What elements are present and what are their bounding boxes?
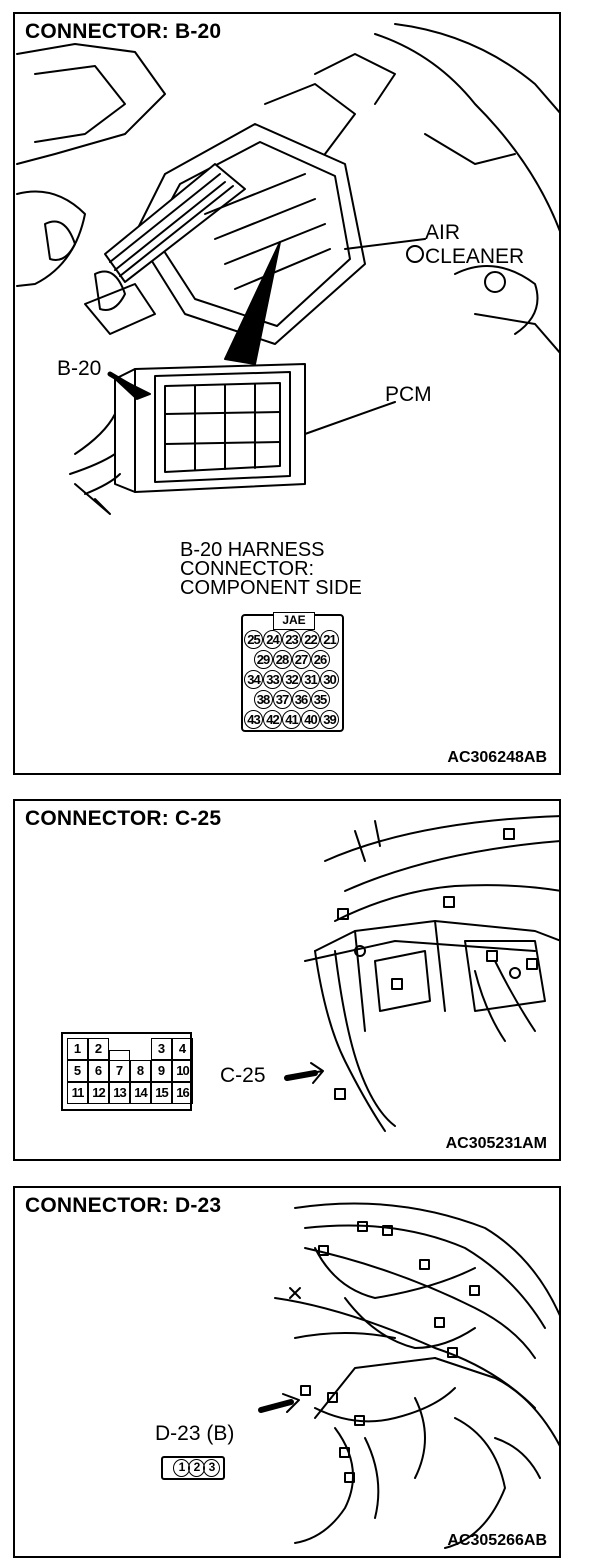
pin-12: 12 bbox=[88, 1082, 109, 1104]
panel-title: CONNECTOR: B-20 bbox=[25, 20, 222, 43]
pin-10: 10 bbox=[172, 1060, 193, 1082]
pin-29: 29 bbox=[253, 650, 273, 669]
pin-7: 7 bbox=[109, 1060, 130, 1082]
pin-32: 32 bbox=[282, 670, 301, 689]
figure-reference: AC305231AM bbox=[445, 1135, 547, 1152]
d23-label: D-23 (B) bbox=[155, 1422, 235, 1445]
air-cleaner-label-2: CLEANER bbox=[425, 245, 525, 268]
pin-33: 33 bbox=[263, 670, 282, 689]
pin-36: 36 bbox=[291, 690, 311, 709]
pin-6: 6 bbox=[88, 1060, 109, 1082]
pin-42: 42 bbox=[263, 710, 282, 729]
pin-35: 35 bbox=[310, 690, 330, 709]
pin-21: 21 bbox=[320, 630, 339, 649]
pin-30: 30 bbox=[320, 670, 339, 689]
pin-28: 28 bbox=[272, 650, 292, 669]
pin-23: 23 bbox=[282, 630, 301, 649]
air-cleaner-label-1: AIR bbox=[425, 221, 461, 244]
pin-9: 9 bbox=[151, 1060, 172, 1082]
figure-reference: AC305266AB bbox=[447, 1532, 547, 1549]
pin-14: 14 bbox=[130, 1082, 151, 1104]
rear-body-harness-illustration bbox=[258, 1202, 559, 1549]
pin-27: 27 bbox=[291, 650, 311, 669]
pin-4: 4 bbox=[172, 1038, 193, 1060]
pin-13: 13 bbox=[109, 1082, 130, 1104]
pin-11: 11 bbox=[67, 1082, 88, 1104]
dashboard-harness-illustration bbox=[284, 815, 559, 1132]
pin-8: 8 bbox=[130, 1060, 151, 1082]
connector-brand-tab: JAE bbox=[273, 612, 315, 630]
panel-b20: CONNECTOR: B-20 bbox=[13, 12, 561, 775]
harness-label-2: CONNECTOR: bbox=[180, 558, 315, 580]
pin-1: 1 bbox=[67, 1038, 88, 1060]
pcm-label: PCM bbox=[385, 383, 432, 406]
pin-2: 2 bbox=[88, 1038, 109, 1060]
harness-label-1: B-20 HARNESS bbox=[180, 539, 325, 561]
pin-15: 15 bbox=[151, 1082, 172, 1104]
pin-25: 25 bbox=[244, 630, 263, 649]
pin-37: 37 bbox=[272, 690, 292, 709]
c25-label: C-25 bbox=[220, 1064, 266, 1087]
pin-22: 22 bbox=[301, 630, 320, 649]
panel-title: CONNECTOR: D-23 bbox=[25, 1194, 222, 1217]
b20-label: B-20 bbox=[57, 357, 102, 380]
pin-38: 38 bbox=[253, 690, 273, 709]
pin-43: 43 bbox=[244, 710, 263, 729]
connector-key-notch bbox=[109, 1050, 130, 1060]
panel-title: CONNECTOR: C-25 bbox=[25, 807, 222, 830]
figure-reference: AC306248AB bbox=[447, 749, 547, 766]
pin-26: 26 bbox=[310, 650, 330, 669]
pin-40: 40 bbox=[301, 710, 320, 729]
pin-3: 3 bbox=[203, 1459, 220, 1477]
pin-24: 24 bbox=[263, 630, 282, 649]
harness-label-3: COMPONENT SIDE bbox=[180, 577, 362, 599]
pin-41: 41 bbox=[282, 710, 301, 729]
pin-16: 16 bbox=[172, 1082, 193, 1104]
pin-39: 39 bbox=[320, 710, 339, 729]
pin-5: 5 bbox=[67, 1060, 88, 1082]
pin-31: 31 bbox=[301, 670, 320, 689]
engine-bay-illustration bbox=[16, 23, 559, 515]
pin-34: 34 bbox=[244, 670, 263, 689]
pin-3: 3 bbox=[151, 1038, 172, 1060]
